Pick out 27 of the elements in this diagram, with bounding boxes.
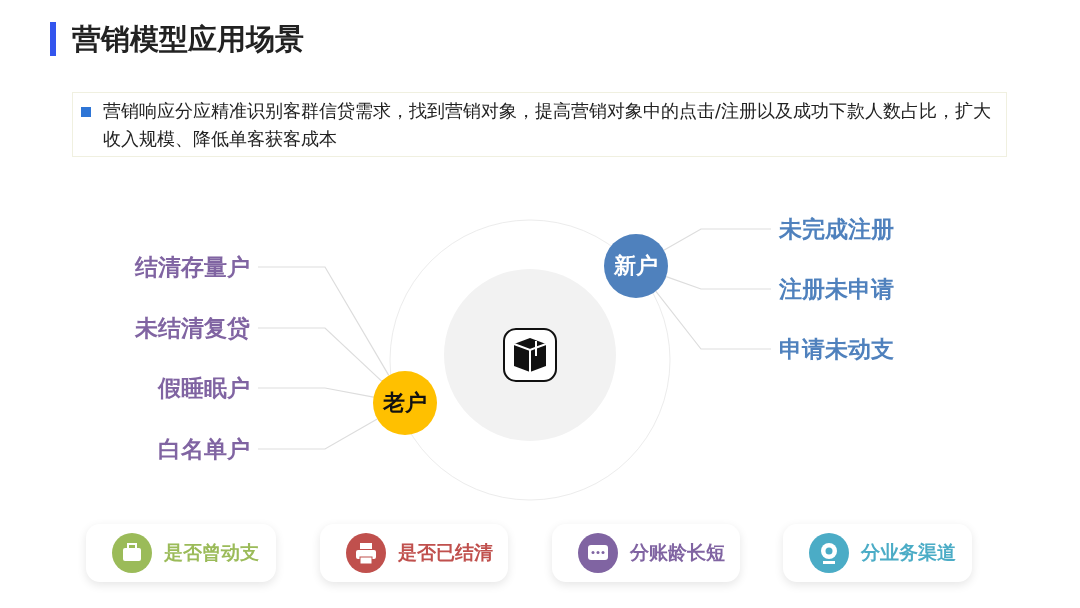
category-label: 结清存量户: [135, 252, 258, 282]
node-circle: 新户: [604, 234, 668, 298]
tag-label: 分业务渠道: [861, 540, 956, 565]
text-panel: [72, 92, 1007, 157]
paragraph: 营销响应分应精准识别客群信贷需求，找到营销对象，提高营销对象中的点击/注册以及成功下款人数占比，扩大收入规模、降低单客获客成本: [103, 100, 992, 151]
category-label: 未完成注册: [771, 214, 894, 244]
category-label: 未结清复贷: [135, 313, 258, 343]
connector-line: [663, 228, 772, 251]
connector-line: [655, 290, 772, 350]
category-label: 申请未动支: [771, 334, 894, 364]
category-label: 注册未申请: [771, 274, 894, 304]
node-circle: 老户: [373, 371, 437, 435]
connector-line: [257, 266, 390, 377]
tag-card: [86, 524, 276, 582]
tag-card: [320, 524, 508, 582]
category-label: 假睡眠户: [158, 373, 258, 403]
tag-card: [783, 524, 972, 582]
title: 营销模型应用场景: [72, 21, 304, 58]
connector-line: [257, 418, 378, 450]
connector-line: [257, 387, 375, 398]
tag-label: 分账龄长短: [630, 540, 725, 565]
connector-line: [257, 327, 383, 382]
tag-label: 是否已结清: [398, 540, 493, 565]
tag-card: [552, 524, 740, 582]
connector-line: [665, 276, 772, 290]
tag-label: 是否曾动支: [164, 540, 259, 565]
category-label: 白名单户: [158, 434, 258, 464]
